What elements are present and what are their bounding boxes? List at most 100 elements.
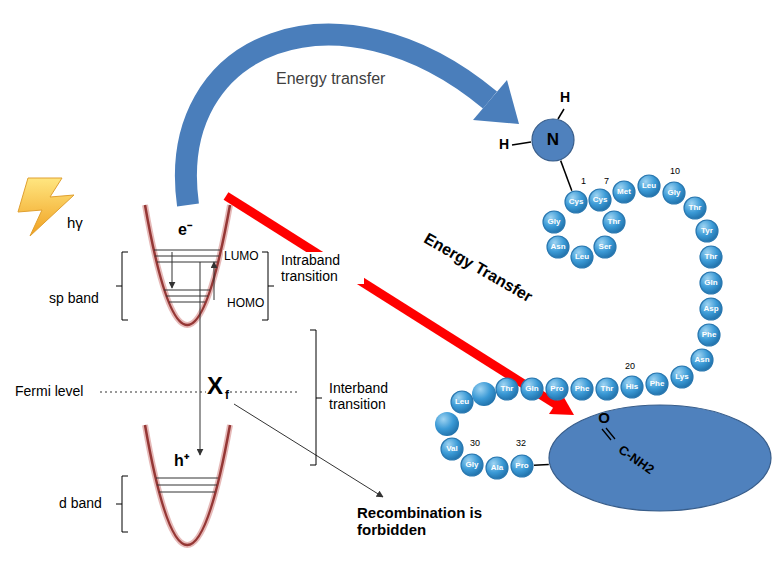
residue-bead-outline bbox=[698, 324, 720, 346]
residue-bead: Gly bbox=[662, 181, 686, 205]
level-line bbox=[157, 262, 217, 263]
arrow-label: Energy transfer bbox=[275, 70, 386, 88]
callout-number: 7 bbox=[603, 176, 610, 186]
amine-circle-outline bbox=[532, 119, 574, 161]
residue-bead-outline bbox=[565, 191, 587, 213]
atom-label: H bbox=[559, 89, 571, 105]
residue-bead-outline bbox=[571, 378, 593, 400]
residue-bead: Cys bbox=[588, 188, 612, 212]
atom-label: H bbox=[498, 136, 510, 152]
residue-bead: Gln bbox=[699, 271, 723, 295]
level-line bbox=[154, 250, 220, 251]
residue-bead: Thr bbox=[602, 210, 626, 234]
residue-name: Thr bbox=[601, 385, 614, 394]
residue-bead-outline bbox=[603, 211, 625, 233]
residue-bead-outline bbox=[543, 211, 565, 233]
residue-bead-outline bbox=[546, 378, 568, 400]
residue-bead-outline bbox=[571, 246, 593, 268]
residue-bead: Leu bbox=[570, 245, 594, 269]
residue-bead: Phe bbox=[570, 377, 594, 401]
energy-transfer-arrow bbox=[186, 35, 490, 205]
residue-bead: Phe bbox=[645, 372, 669, 396]
residue-bead-outline bbox=[638, 175, 660, 197]
intraband-arrow bbox=[172, 252, 173, 288]
residue-bead-outline bbox=[594, 236, 616, 258]
level-line bbox=[156, 478, 218, 479]
interband-arrow bbox=[200, 262, 201, 455]
fermi-line bbox=[100, 392, 300, 393]
orbital-label: HOMO bbox=[226, 297, 265, 311]
residue-name: Lys bbox=[675, 373, 689, 382]
residue-name: Cys bbox=[569, 198, 584, 207]
residue-name: Phe bbox=[575, 385, 590, 394]
bracket bbox=[116, 476, 128, 532]
residue-bead-outline bbox=[671, 366, 693, 388]
residue-name: Gly bbox=[466, 461, 479, 470]
arrow-label: Energy Transfer bbox=[420, 229, 536, 307]
residue-bead: His bbox=[620, 375, 644, 399]
residue-name: Phe bbox=[650, 380, 665, 389]
transition-label: Intraband transition bbox=[280, 252, 364, 284]
atom-label: N bbox=[547, 131, 559, 150]
transition-label: Interband transition bbox=[328, 380, 420, 412]
residue-bead: Thr bbox=[699, 245, 723, 269]
residue-bead: Pro bbox=[510, 454, 534, 478]
orbital-label: LUMO bbox=[223, 250, 260, 264]
residue-bead: Phe bbox=[697, 323, 721, 347]
residue-name: Leu bbox=[642, 182, 656, 191]
residue-bead-outline bbox=[451, 391, 473, 413]
sp-band-curve bbox=[145, 205, 230, 325]
d-band-shadow bbox=[145, 425, 230, 545]
level-line bbox=[166, 296, 208, 297]
residue-name: Gly bbox=[668, 189, 681, 198]
residue-name: Pro bbox=[550, 385, 563, 394]
residue-name: Tyr bbox=[701, 227, 713, 236]
residue-bead: Val bbox=[440, 437, 464, 461]
bond-line bbox=[561, 161, 572, 191]
hole-label: h⁺ bbox=[173, 452, 190, 470]
energy-levels bbox=[154, 250, 220, 492]
sp-band-shadow bbox=[145, 205, 230, 325]
residue-name: Asn bbox=[550, 243, 565, 252]
residue-bead-outline bbox=[691, 349, 713, 371]
residue-bead-outline bbox=[684, 197, 706, 219]
energy-transfer-arrowhead bbox=[473, 80, 519, 124]
recombination-arrow bbox=[234, 404, 383, 497]
residue-bead: Leu bbox=[637, 174, 661, 198]
residue-name: Gly bbox=[548, 218, 561, 227]
bond-line bbox=[534, 464, 549, 466]
level-line bbox=[157, 485, 217, 486]
electron-label: e⁻ bbox=[177, 221, 193, 239]
residue-bead: Leu bbox=[450, 390, 474, 414]
residue-bead: Ser bbox=[593, 235, 617, 259]
band-label: d band bbox=[58, 495, 103, 511]
residue-bead-outline bbox=[663, 182, 685, 204]
residue-bead: Asn bbox=[546, 235, 570, 259]
callout-number: 32 bbox=[515, 438, 527, 448]
atom-label: O bbox=[598, 410, 610, 427]
residue-bead-outline bbox=[461, 454, 483, 476]
residue-bead: Lys bbox=[670, 365, 694, 389]
symbol-label: X bbox=[206, 372, 224, 400]
residue-bead: Thr bbox=[495, 377, 519, 401]
amide-ellipse: OC-NH2 bbox=[548, 404, 772, 512]
residue-name: Asp bbox=[703, 305, 718, 314]
residue-name: Met bbox=[617, 188, 631, 197]
residue-name: Thr bbox=[501, 385, 514, 394]
residue-bead: Gly bbox=[542, 210, 566, 234]
callout-number: 30 bbox=[469, 438, 481, 448]
residue-name: Ala bbox=[491, 464, 503, 473]
residue-bead: Asp bbox=[699, 297, 723, 321]
band-label: sp band bbox=[48, 290, 100, 306]
residue-name: Leu bbox=[455, 398, 469, 407]
residue-bead-outline bbox=[700, 298, 722, 320]
residue-bead: Tyr bbox=[695, 219, 719, 243]
residue-bead: Ala bbox=[485, 456, 509, 480]
residue-name: Val bbox=[446, 445, 458, 454]
residue-bead-outline bbox=[696, 220, 718, 242]
callout-number: 20 bbox=[624, 361, 636, 371]
photon-label: hγ bbox=[66, 214, 84, 231]
residue-bead bbox=[435, 412, 459, 436]
residue-name: Thr bbox=[608, 218, 621, 227]
callout-number: 1 bbox=[580, 176, 587, 186]
